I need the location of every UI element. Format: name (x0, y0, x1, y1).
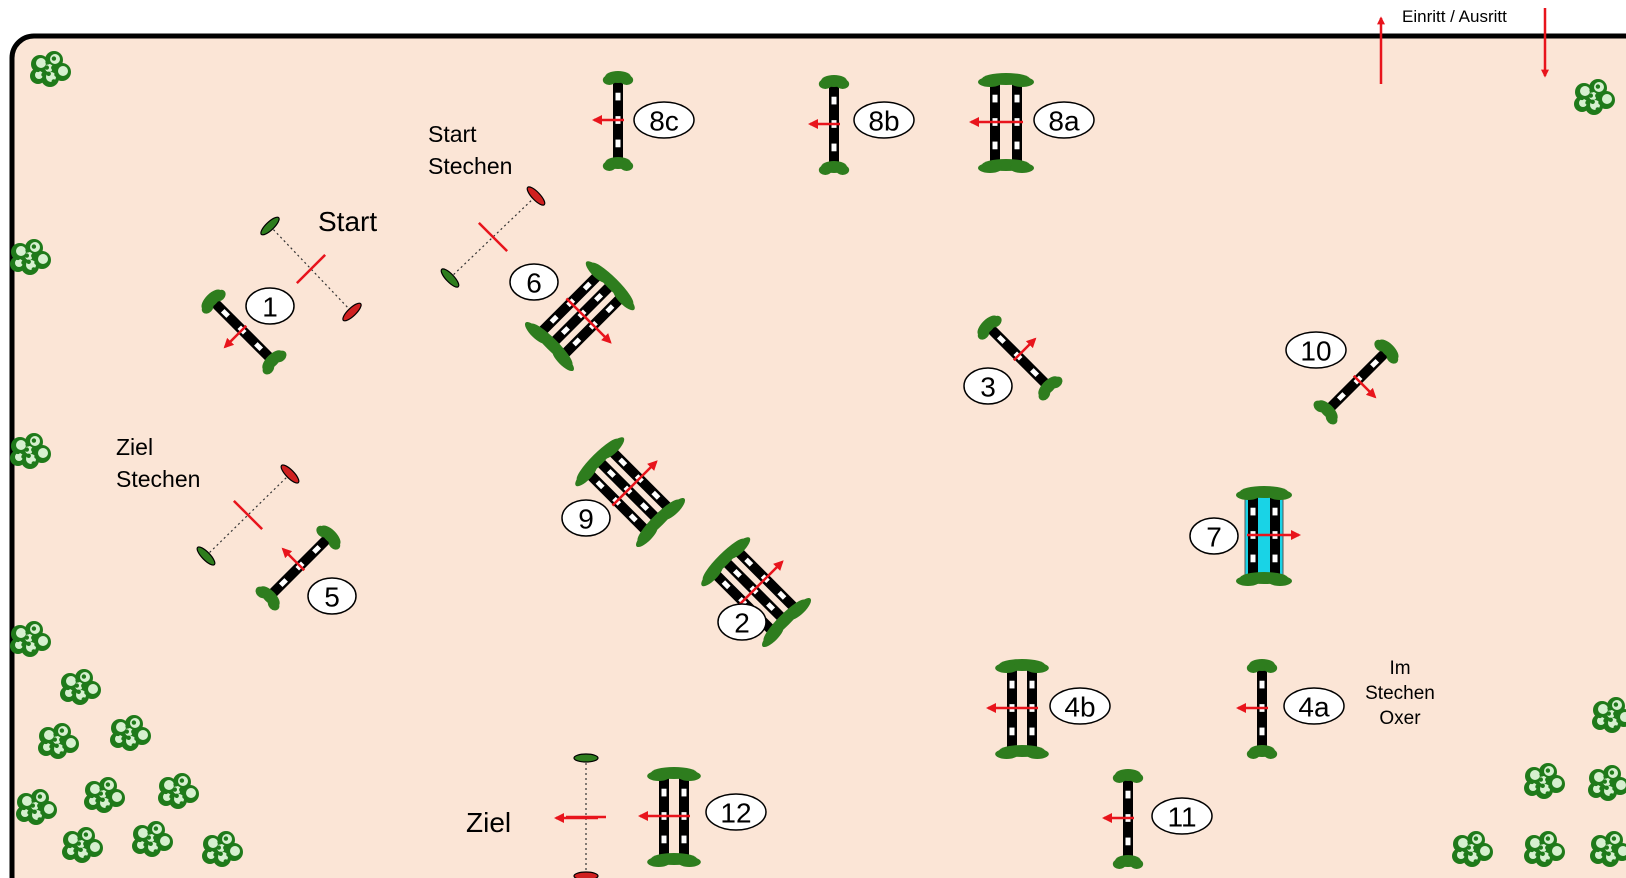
obstacle-number-8a: 8a (1033, 101, 1095, 139)
shrub-icon (10, 433, 51, 469)
obstacle-number-5: 5 (307, 577, 357, 615)
obstacle-1 (201, 289, 287, 375)
obstacle-number-text: 4a (1298, 692, 1330, 723)
shrub-icon (1588, 765, 1626, 801)
shrub-icon (110, 715, 151, 751)
obstacle-number-11: 11 (1151, 797, 1213, 835)
obstacle-number-8b: 8b (853, 101, 915, 139)
obstacle-number-12: 12 (705, 793, 767, 831)
obstacle-number-1: 1 (245, 287, 295, 325)
finish-jumpoff-label-1: Ziel (116, 434, 153, 460)
jumpoff-note-3: Oxer (1379, 708, 1421, 729)
obstacle-5 (255, 525, 341, 611)
jumpoff-note-2: Stechen (1365, 683, 1435, 704)
shrub-icon (132, 821, 173, 857)
start-jumpoff-gate (440, 186, 546, 288)
shrub-icon (1524, 831, 1565, 867)
obstacle-number-text: 1 (262, 292, 278, 323)
shrub-icon (60, 669, 101, 705)
finish-label: Ziel (466, 807, 511, 838)
obstacle-10 (1313, 339, 1399, 425)
shrub-icon (1590, 831, 1626, 867)
obstacle-number-2: 2 (717, 603, 767, 641)
shrub-icon (38, 723, 79, 759)
obstacle-number-10: 10 (1285, 331, 1347, 369)
start-finish-layer (196, 186, 606, 878)
shrub-icon (1524, 763, 1565, 799)
obstacle-number-9: 9 (561, 499, 611, 537)
finish-jumpoff-gate (196, 464, 300, 566)
obstacle-number-text: 7 (1206, 522, 1222, 553)
obstacle-number-text: 3 (980, 372, 996, 403)
obstacle-number-8c: 8c (633, 101, 695, 139)
shrub-icon (158, 773, 199, 809)
shrub-icon (1452, 831, 1493, 867)
obstacle-number-text: 11 (1167, 802, 1196, 833)
obstacle-9 (575, 437, 686, 548)
obstacle-number-4a: 4a (1283, 687, 1345, 725)
entrance-label: Einritt / Ausritt (1402, 7, 1507, 26)
shrub-icon (16, 789, 57, 825)
obstacle-number-7: 7 (1189, 517, 1239, 555)
shrub-icon (1574, 79, 1615, 115)
obstacle-number-text: 8b (868, 106, 899, 137)
obstacle-number-4b: 4b (1049, 687, 1111, 725)
entrance-exit-marker: Einritt / Ausritt (1376, 7, 1550, 84)
start-gate (260, 216, 362, 322)
obstacle-4a (1236, 659, 1278, 759)
start-jumpoff-label-2: Stechen (428, 153, 512, 179)
obstacle-6 (524, 261, 635, 372)
jumpoff-note-1: Im (1389, 658, 1410, 679)
finish-jumpoff-label-2: Stechen (116, 466, 200, 492)
obstacle-number-text: 6 (526, 268, 542, 299)
obstacle-8a (969, 73, 1034, 173)
obstacle-number-text: 10 (1300, 336, 1331, 367)
obstacle-number-text: 8c (649, 106, 679, 137)
obstacle-number-3: 3 (963, 367, 1013, 405)
shrub-icon (30, 51, 71, 87)
shrub-icon (1592, 697, 1626, 733)
obstacle-number-text: 5 (324, 582, 340, 613)
obstacle-4b (986, 659, 1049, 759)
obstacle-number-text: 2 (734, 608, 750, 639)
obstacle-8c (592, 71, 634, 171)
shrub-icon (10, 239, 51, 275)
obstacle-number-6: 6 (509, 263, 559, 301)
shrubs-layer (10, 51, 1626, 867)
shrub-icon (10, 621, 51, 657)
obstacle-12 (638, 767, 701, 867)
obstacle-7 (1236, 486, 1301, 586)
start-jumpoff-label-1: Start (428, 121, 477, 147)
obstacle-number-text: 9 (578, 504, 594, 535)
obstacle-number-text: 12 (720, 798, 751, 829)
start-label: Start (318, 206, 377, 237)
shrub-icon (84, 777, 125, 813)
obstacle-11 (1102, 769, 1144, 869)
shrub-icon (62, 827, 103, 863)
shrub-icon (202, 831, 243, 867)
obstacles-layer (201, 71, 1399, 869)
obstacle-8b (808, 75, 850, 175)
arena (9, 33, 1626, 878)
obstacle-3 (977, 315, 1063, 401)
obstacle-number-text: 4b (1064, 692, 1095, 723)
obstacle-number-text: 8a (1048, 106, 1080, 137)
